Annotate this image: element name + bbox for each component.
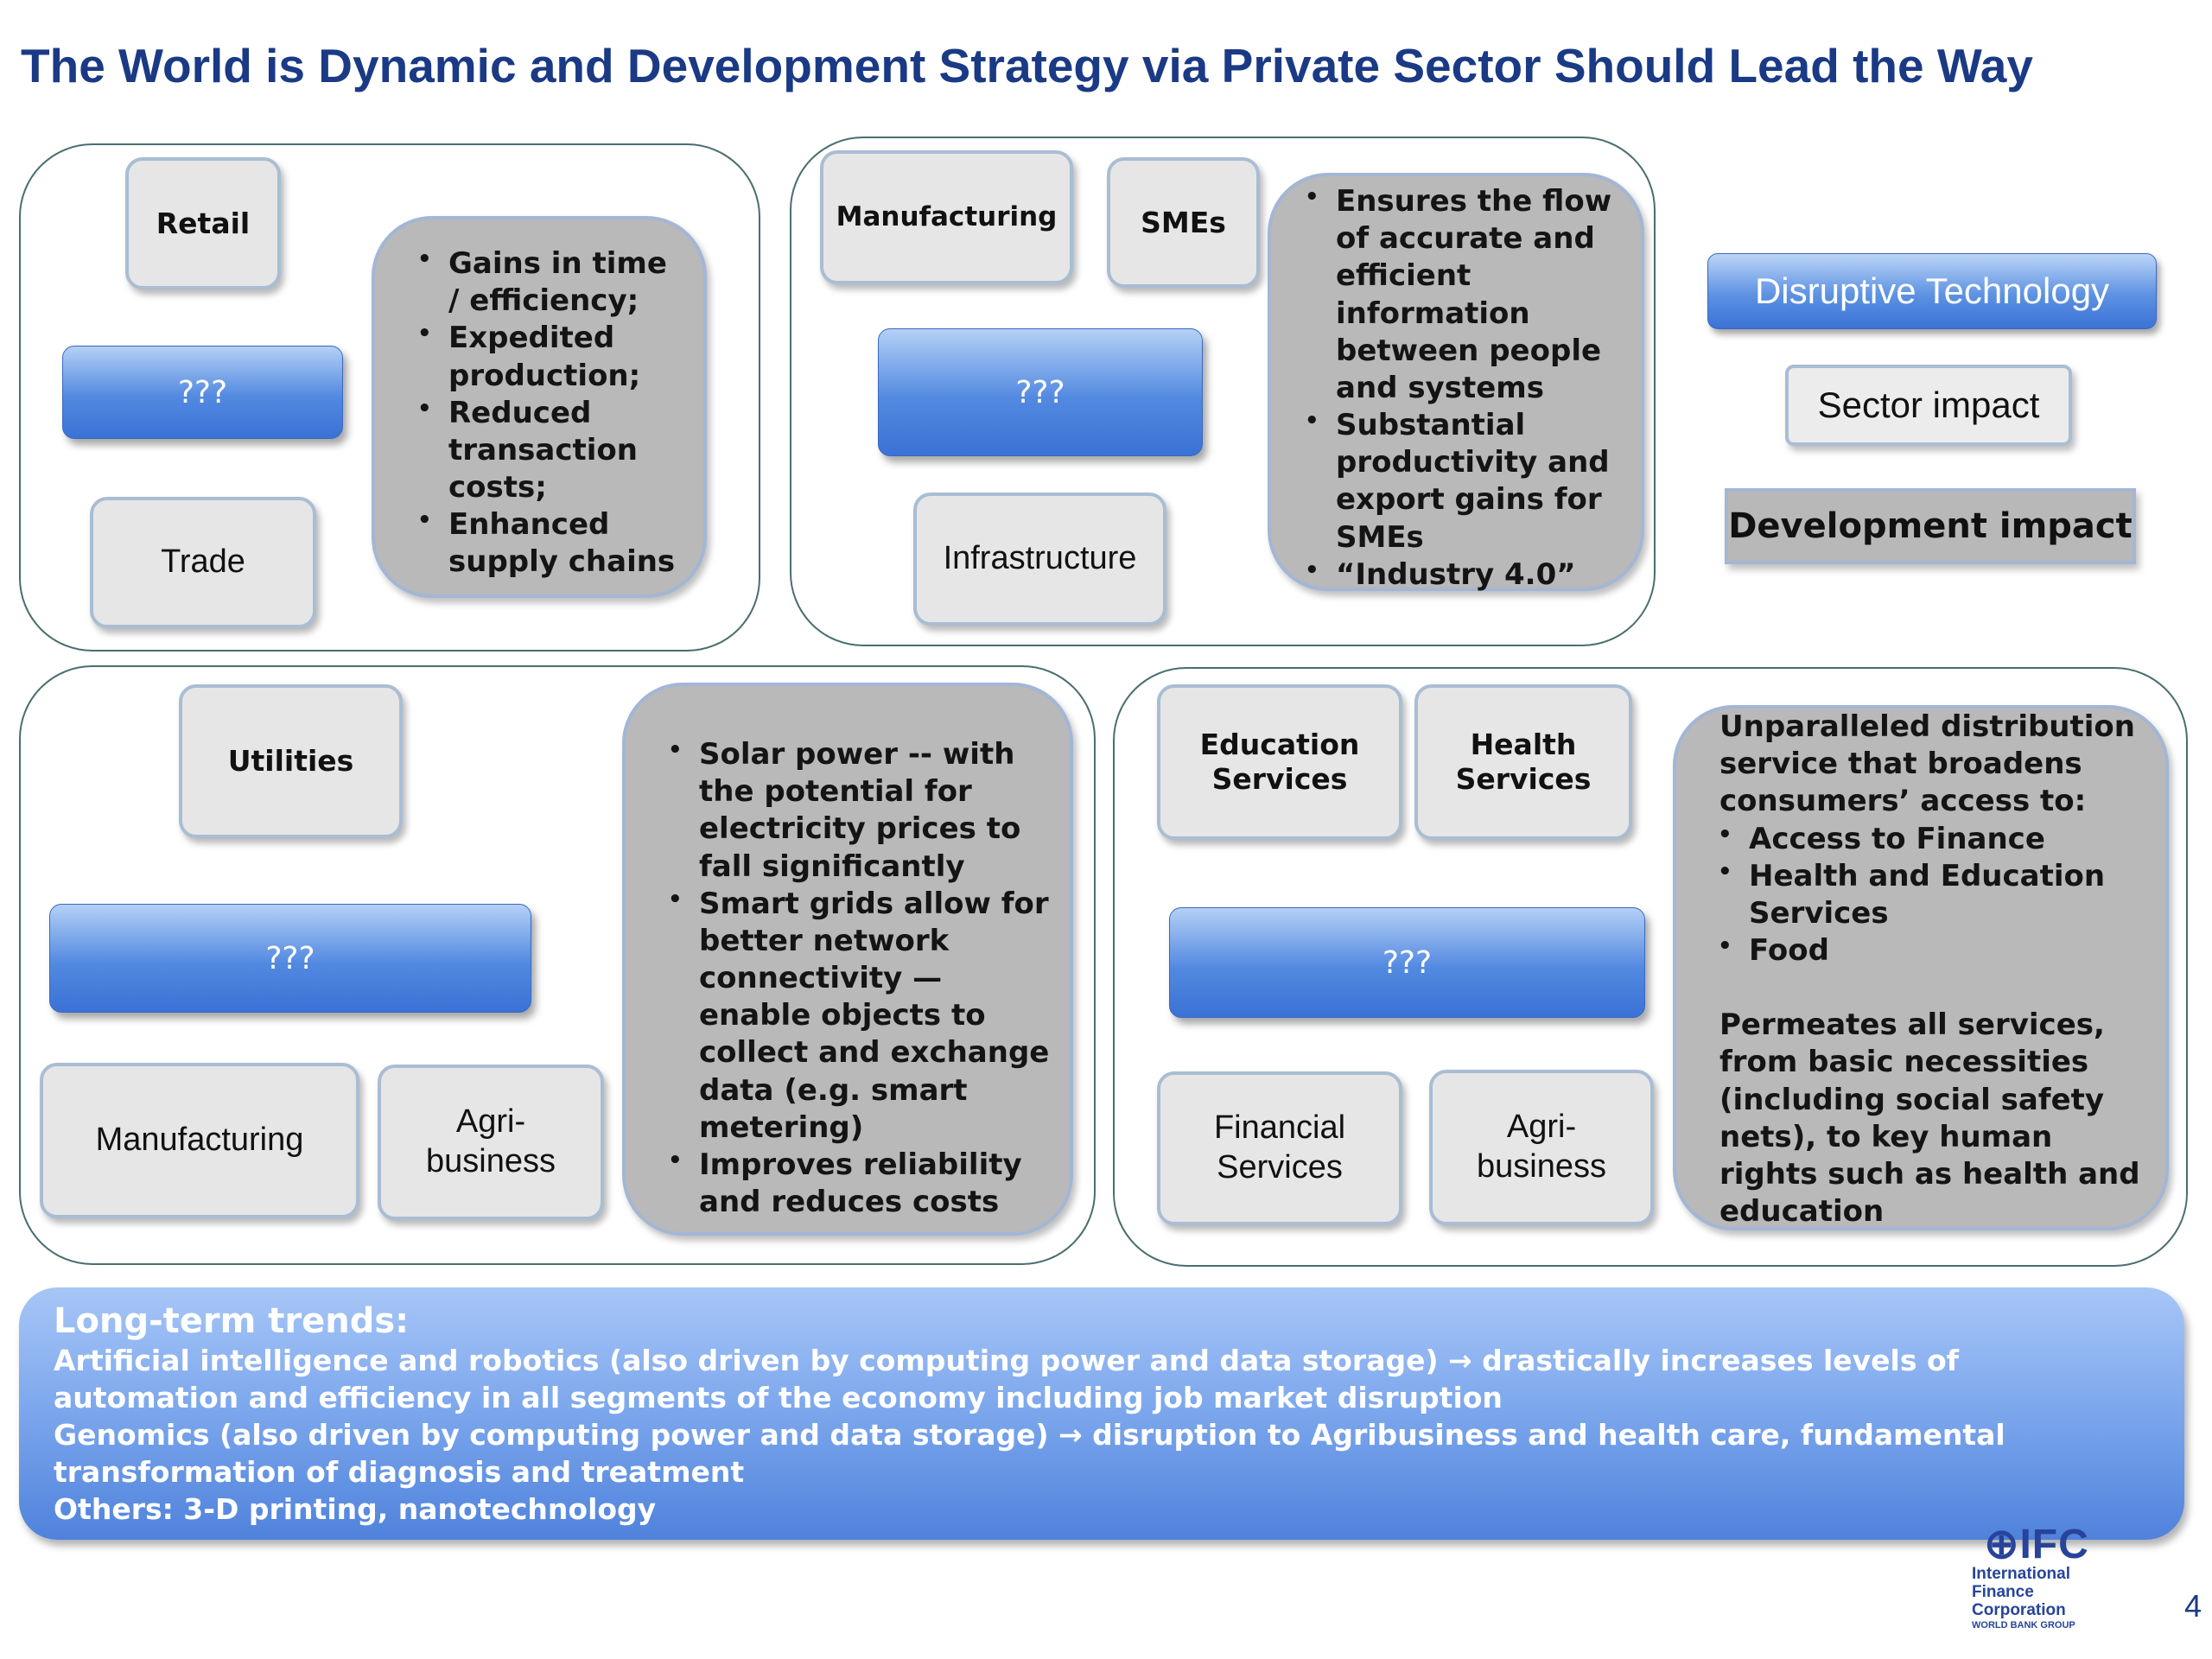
financial-services-box: Financial Services [1157,1071,1402,1225]
services-impact-box: Unparalleled distribution service that b… [1673,705,2169,1230]
manufacturing-box: Manufacturing [820,150,1073,284]
retail-impact-item: Gains in time / efficiency; [417,245,677,320]
utilities-impact-item: Improves reliability and reduces costs [668,1147,1052,1221]
health-services-box: Health Services [1414,684,1632,840]
legend-sector-impact: Sector impact [1785,365,2072,446]
retail-disruptive-tech-bar: ??? [62,346,343,439]
manufacturing-impact-item: Substantial productivity and export gain… [1305,407,1624,556]
retail-impact-item: Reduced transaction costs; [417,395,677,507]
retail-impact-box: Gains in time / efficiency; Expedited pr… [372,216,707,598]
trend-ai-robotics: Artificial intelligence and robotics (al… [54,1344,1960,1414]
manufacturing-impact-box: Ensures the flow of accurate and efficie… [1268,173,1644,594]
services-disruptive-tech-bar: ??? [1169,907,1645,1018]
infrastructure-box: Infrastructure [913,493,1166,626]
logo-line: Finance [1972,1582,2034,1601]
manufacturing-impact-item: “Industry 4.0” [1305,556,1624,594]
utilities-box: Utilities [179,684,403,838]
agribusiness-box: Agri-business [378,1065,604,1220]
logo-line: Corporation [1972,1600,2066,1619]
retail-box: Retail [125,157,281,289]
utilities-disruptive-tech-bar: ??? [49,904,531,1013]
retail-impact-item: Expedited production; [417,320,677,394]
trends-heading: Long-term trends: [54,1301,410,1341]
services-impact-intro: Unparalleled distribution service that b… [1719,709,2135,819]
long-term-trends-box: Long-term trends: Artificial intelligenc… [19,1287,2184,1540]
smes-box: SMEs [1107,157,1260,288]
utilities-impact-item: Solar power -- with the potential for el… [668,736,1052,886]
page-number: 4 [2184,1588,2202,1624]
page-title: The World is Dynamic and Development Str… [21,39,2033,92]
services-impact-item: Food [1718,932,2148,969]
trend-genomics: Genomics (also driven by computing power… [54,1417,2005,1489]
education-services-box: Education Services [1157,684,1402,840]
legend-development-impact: Development impact [1725,488,2136,564]
logo-line: International [1972,1565,2071,1583]
utilities-impact-item: Smart grids allow for better network con… [668,886,1052,1147]
services-impact-outro: Permeates all services, from basic neces… [1719,1007,2140,1230]
legend-disruptive-technology: Disruptive Technology [1707,253,2157,329]
utilities-impact-box: Solar power -- with the potential for el… [622,683,1073,1236]
retail-impact-item: Enhanced supply chains [417,506,677,581]
ifc-logo-mark: ⊕IFC [1984,1522,2089,1567]
manufacturing-disruptive-tech-bar: ??? [878,328,1203,456]
agribusiness-box-2: Agri-business [1429,1070,1654,1225]
trend-others: Others: 3-D printing, nanotechnology [54,1491,657,1526]
services-impact-item: Health and Education Services [1718,858,2148,932]
trade-box: Trade [90,497,316,628]
manufacturing-box-2: Manufacturing [40,1063,359,1218]
services-impact-item: Access to Finance [1718,821,2148,858]
manufacturing-impact-item: Ensures the flow of accurate and efficie… [1305,183,1624,407]
logo-line: WORLD BANK GROUP [1972,1619,2075,1630]
ifc-logo: ⊕IFC International Finance Corporation W… [1972,1524,2101,1633]
